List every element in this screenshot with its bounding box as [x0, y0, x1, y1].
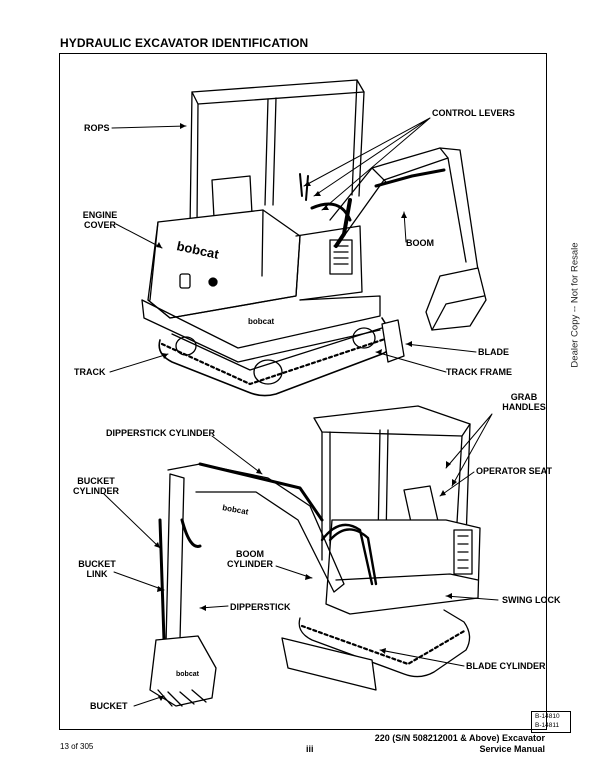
- label-dipperstick: DIPPERSTICK: [230, 602, 291, 612]
- page-number: iii: [306, 744, 314, 754]
- svg-text:bobcat: bobcat: [176, 671, 200, 678]
- bottom-excavator-drawing: bobcat bobcat: [149, 405, 481, 707]
- svg-text:bobcat: bobcat: [248, 317, 275, 326]
- page-title: HYDRAULIC EXCAVATOR IDENTIFICATION: [60, 36, 309, 50]
- arrowheads: [154, 123, 457, 701]
- label-rops: ROPS: [84, 123, 110, 133]
- label-bucket-cylinder: BUCKET CYLINDER: [72, 476, 119, 496]
- diagram-frame: [59, 53, 547, 730]
- label-track-frame: TRACK FRAME: [446, 367, 512, 377]
- footer-model-line: 220 (S/N 508212001 & Above) Excavator: [374, 733, 545, 743]
- label-grab-handles: GRAB HANDLES: [502, 392, 546, 412]
- label-bucket-link: BUCKET LINK: [78, 559, 116, 579]
- label-swing-lock: SWING LOCK: [502, 595, 561, 605]
- leader-lines: [103, 117, 499, 707]
- label-control-levers: CONTROL LEVERS: [432, 108, 515, 118]
- label-operator-seat: OPERATOR SEAT: [476, 466, 553, 476]
- top-excavator-drawing: bobcat bobcat: [141, 79, 487, 397]
- label-track: TRACK: [74, 367, 106, 377]
- ref-code: B-14810: [535, 713, 560, 720]
- label-blade: BLADE: [478, 347, 509, 357]
- footer-model: 220 (S/N 508212001 & Above) Excavator Se…: [375, 733, 545, 755]
- figure-reference-box: B-14810 B-14811: [531, 711, 571, 733]
- label-dipperstick-cylinder: DIPPERSTICK CYLINDER: [106, 428, 216, 438]
- label-boom-top: BOOM: [406, 238, 434, 248]
- footer-manual-line: Service Manual: [479, 744, 545, 754]
- label-boom-cylinder: BOOM CYLINDER: [226, 549, 273, 569]
- label-blade-cylinder: BLADE CYLINDER: [466, 661, 546, 671]
- ref-code: B-14811: [535, 722, 560, 729]
- label-bucket: BUCKET: [90, 701, 128, 711]
- label-engine-cover: ENGINE COVER: [82, 210, 118, 230]
- svg-text:bobcat: bobcat: [222, 503, 250, 516]
- watermark-text: Dealer Copy -- Not for Resale: [569, 242, 581, 368]
- page-count: 13 of 305: [60, 742, 94, 751]
